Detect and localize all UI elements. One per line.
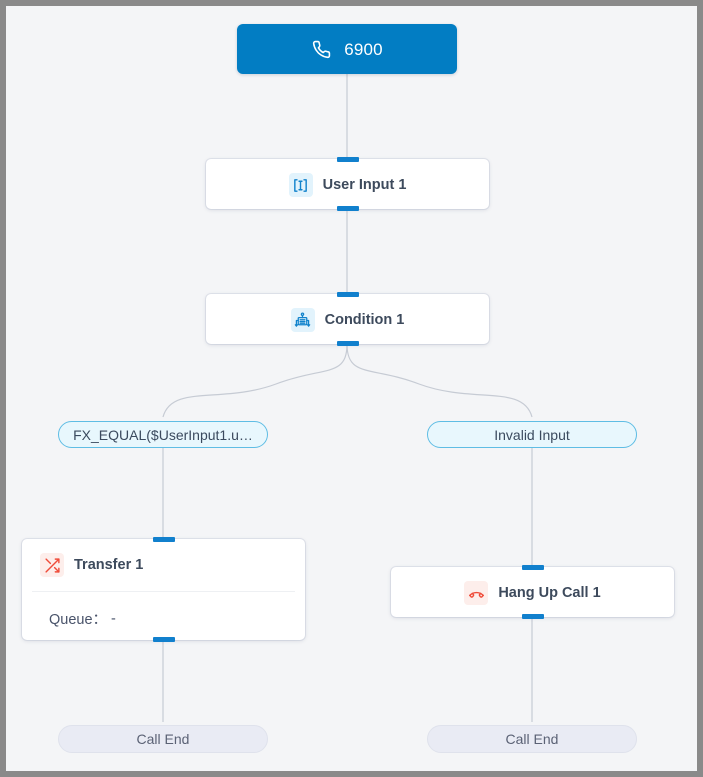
edge-layer (162, 74, 533, 722)
hang-up-phone-icon (464, 581, 489, 605)
transfer-shuffle-icon (40, 553, 64, 577)
hang-up-call-node[interactable]: Hang Up Call 1 (391, 565, 674, 619)
transfer-queue-value: - (111, 610, 116, 627)
user-input-header: User Input 1 (206, 159, 489, 211)
call-end-pill-left-label: Call End (136, 731, 190, 747)
transfer-queue-label: Queue： (49, 612, 108, 628)
user-input-node[interactable]: User Input 1 (206, 157, 489, 211)
transfer-header: Transfer 1 (22, 539, 305, 591)
branch-pill-left[interactable]: FX_EQUAL($UserInput1.u… (58, 421, 268, 448)
branch-pill-right[interactable]: Invalid Input (427, 421, 637, 448)
condition-icon (290, 308, 315, 332)
user-input-title: User Input 1 (322, 177, 407, 193)
node-handle-bottom[interactable] (152, 637, 175, 642)
call-end-pill-right[interactable]: Call End (427, 725, 637, 753)
condition-header: Condition 1 (206, 294, 489, 346)
call-end-pill-left[interactable]: Call End (58, 725, 268, 753)
condition-node[interactable]: Condition 1 (206, 292, 489, 346)
call-end-pill-right-label: Call End (505, 731, 559, 747)
node-handle-bottom[interactable] (336, 341, 359, 346)
node-handle-top[interactable] (521, 565, 544, 570)
flow-canvas[interactable]: 6900 User Input 1 (6, 6, 697, 771)
start-node[interactable]: 6900 (237, 24, 457, 74)
condition-title: Condition 1 (324, 312, 405, 328)
start-node-label: 6900 (344, 39, 383, 59)
branch-pill-left-label: FX_EQUAL($UserInput1.u… (73, 426, 253, 443)
branch-pill-right-label: Invalid Input (494, 426, 570, 443)
transfer-divider (32, 591, 295, 592)
hang-up-title: Hang Up Call 1 (498, 585, 601, 601)
transfer-node[interactable]: Transfer 1 Queue： - (22, 537, 305, 642)
node-handle-top[interactable] (336, 157, 359, 162)
node-handle-top[interactable] (152, 537, 175, 542)
edge-condition-to-left-branch (162, 343, 348, 418)
edge-condition-to-right-branch (346, 343, 533, 418)
node-handle-bottom[interactable] (336, 206, 359, 211)
hang-up-header: Hang Up Call 1 (391, 567, 674, 619)
transfer-title: Transfer 1 (74, 557, 144, 573)
user-input-icon (288, 173, 313, 197)
phone-icon (311, 39, 331, 59)
node-handle-bottom[interactable] (521, 614, 544, 619)
transfer-queue-row: Queue： - (22, 592, 305, 645)
node-handle-top[interactable] (336, 292, 359, 297)
